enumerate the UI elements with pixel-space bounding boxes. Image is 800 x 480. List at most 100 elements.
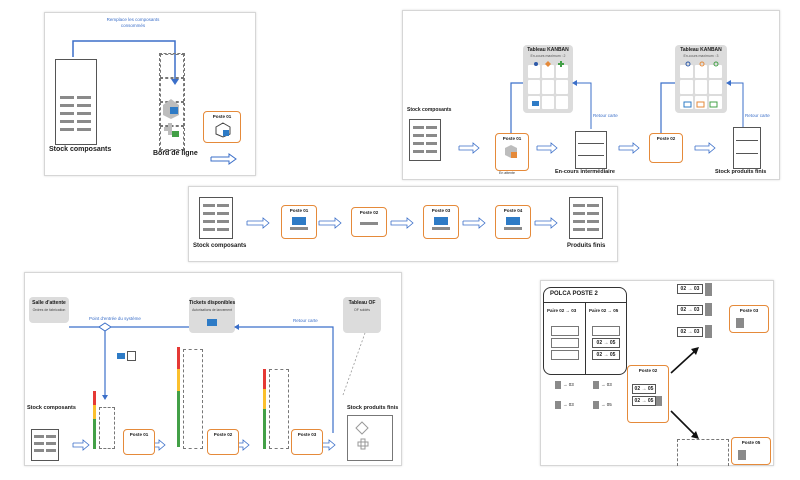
polca-card-05-a: 02 → 05 — [592, 338, 620, 348]
waiting-title: Salle d'attente — [32, 300, 66, 306]
poste-02-card-b: 02 → 05 — [632, 396, 656, 406]
finished-label: Stock produits finis — [715, 169, 767, 175]
waiting-room-box: Salle d'attente Ordres de fabrication — [29, 297, 69, 323]
waiting-sub: Ordres de fabrication — [32, 308, 66, 312]
buffer-1 — [99, 407, 115, 449]
conwip-loop — [69, 322, 366, 451]
finished-cabinet — [569, 197, 603, 239]
finished-label: Produits finis — [567, 243, 606, 249]
poste-01-label: Poste 01 — [289, 208, 309, 213]
poste-02-label: Poste 02 — [213, 432, 233, 437]
stock-label: Stock composants — [49, 146, 112, 153]
en-attente-label: En attente — [499, 171, 515, 175]
panel-conwip: Salle d'attente Ordres de fabrication Ti… — [24, 272, 402, 466]
panel-stock-bord-de-ligne: Remplace les composants consommés Stock … — [44, 12, 256, 176]
poste-05-label: Poste 05 — [741, 440, 761, 445]
polca-card-05-b: 02 → 05 — [592, 350, 620, 360]
hex-part-icon — [215, 122, 231, 138]
poste-02-box: Poste 02 — [351, 207, 387, 237]
retour-carte-label: Retour carte — [293, 318, 318, 323]
poste-03-box: Poste 03 — [729, 305, 769, 333]
poste-03-box: Poste 03 — [423, 205, 459, 239]
kanban-board-2: Tableau KANBAN En-cours maximum : 3 — [675, 45, 727, 113]
stock-cabinet — [31, 429, 59, 461]
replace-flow-arrow — [72, 40, 179, 85]
poste-02-card-a: 02 → 05 — [632, 384, 656, 394]
entry-cards-2 — [127, 351, 136, 361]
retour-carte-2: Retour carte — [745, 113, 770, 118]
stock-label: Stock composants — [193, 243, 247, 249]
flow-arrows — [246, 217, 558, 229]
stock-label: Stock composants — [27, 405, 76, 411]
poste-02-box: Poste 02 02 → 05 02 → 05 — [627, 365, 669, 423]
buffer-3 — [269, 369, 289, 449]
poste-03-label: Poste 03 — [431, 208, 451, 213]
poste-02-box: Poste 02 — [649, 133, 683, 163]
poste-04-box: Poste 04 — [495, 205, 531, 239]
poste-03-label: Poste 03 — [297, 432, 317, 437]
card-03-low: 02 → 03 — [677, 327, 703, 337]
tickets-sub: Autorisations de lancement — [192, 308, 232, 312]
poste-03-box: Poste 03 — [291, 429, 323, 455]
stock-label: Stock composants — [407, 107, 452, 113]
queue-to-03-c: → 03 — [563, 402, 574, 407]
of-board-box: Tableau OF OF soldés — [343, 297, 381, 333]
line-label: Bord de ligne — [153, 150, 198, 157]
kanban-1-sub: En-cours maximum : 2 — [530, 54, 566, 58]
finished-rack — [733, 127, 761, 169]
poste-01-label: Poste 01 — [502, 136, 522, 141]
kanban-board-1: Tableau KANBAN En-cours maximum : 2 — [523, 45, 573, 113]
poste-02-box: Poste 02 — [207, 429, 239, 455]
poste-01-label: Poste 01 — [129, 432, 149, 437]
queue-to-03-b: → 03 — [601, 382, 612, 387]
pair-03-label: Paire 02 → 03 — [547, 308, 577, 313]
intermediate-rack — [575, 131, 607, 169]
poste-01-box: Poste 01 — [281, 205, 317, 239]
poste-04-label: Poste 04 — [503, 208, 523, 213]
poste-01-box: Poste 01 — [495, 133, 529, 171]
kanban-2-title: Tableau KANBAN — [680, 47, 722, 53]
replace-note: Remplace les composants consommés — [106, 17, 160, 28]
kanban-1-markers — [532, 61, 564, 106]
poste-02-label: Poste 02 — [638, 368, 658, 373]
poste-01-box: Poste 01 — [203, 111, 241, 143]
kanban-2-markers — [683, 61, 719, 108]
polca-board: POLCA POSTE 2 Paire 02 → 03 Paire 02 → 0… — [543, 287, 627, 375]
ticket-card — [207, 319, 217, 326]
poste-05-box: Poste 05 — [731, 437, 771, 465]
of-title: Tableau OF — [348, 300, 376, 306]
poste-05-buffer — [677, 439, 729, 466]
intermediate-label: En-cours intermédiaire — [555, 169, 615, 175]
pair-05-label: Paire 02 → 05 — [589, 308, 619, 313]
retour-carte-1: Retour carte — [593, 113, 618, 118]
tickets-box: Tickets disponibles Autorisations de lan… — [189, 297, 235, 333]
buffer-2 — [183, 349, 203, 449]
poste-01-box: Poste 01 — [123, 429, 155, 455]
polca-title: POLCA POSTE 2 — [550, 291, 598, 297]
finished-label: Stock produits finis — [347, 405, 399, 411]
polca-arrows — [670, 347, 699, 439]
part-icons — [163, 99, 179, 137]
panel-polca: POLCA POSTE 2 Paire 02 → 03 Paire 02 → 0… — [540, 280, 774, 466]
stock-cabinet — [55, 59, 97, 145]
poste-01-label: Poste 01 — [212, 114, 232, 119]
entry-cards — [117, 353, 125, 359]
finished-box — [347, 415, 393, 461]
poste-02-label: Poste 02 — [359, 210, 379, 215]
poste-03-label: Poste 03 — [739, 308, 759, 313]
outflow-arrow — [210, 153, 237, 165]
card-03-mid: 02 → 03 — [677, 305, 703, 315]
panel-flow-line: Stock composants Poste 01 Poste 02 Poste… — [188, 186, 618, 262]
queue-to-03-a: → 03 — [563, 382, 574, 387]
tickets-title: Tickets disponibles — [189, 300, 236, 306]
stock-cabinet — [409, 119, 441, 161]
finished-parts-icon — [355, 421, 369, 450]
queue-to-05: → 05 — [601, 402, 612, 407]
card-03-top: 02 → 03 — [677, 284, 703, 294]
kanban-1-title: Tableau KANBAN — [527, 47, 569, 53]
poste-02-label: Poste 02 — [656, 136, 676, 141]
entry-point-label: Point d'entrée du système — [89, 316, 141, 321]
of-sub: OF soldés — [354, 308, 370, 312]
kanban-2-sub: En-cours maximum : 3 — [683, 54, 719, 58]
stock-cabinet — [199, 197, 233, 239]
